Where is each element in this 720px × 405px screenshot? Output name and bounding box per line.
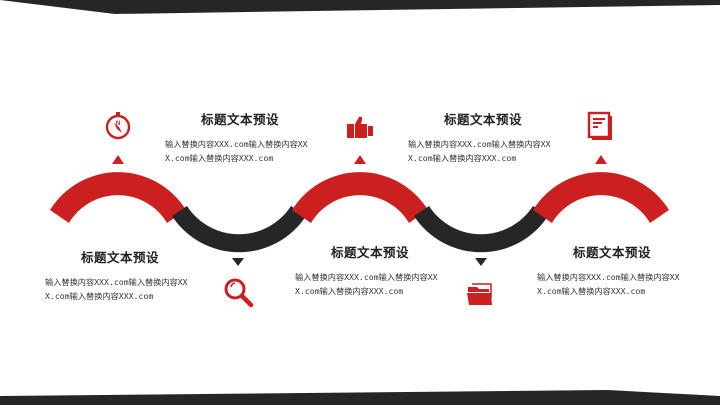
step-4-block: 标题文本预设 输入替换内容XXX.com输入替换内容XXX.com输入替换内容X…	[295, 242, 445, 298]
step-1-desc: 输入替换内容XXX.com输入替换内容XXX.com输入替换内容XXX.com	[165, 139, 308, 163]
step-1-title: 标题文本预设	[200, 112, 279, 127]
step-3-block: 标题文本预设 输入替换内容XXX.com输入替换内容XXX.com输入替换内容X…	[408, 109, 558, 165]
step-2-title: 标题文本预设	[80, 250, 159, 265]
step-1-block: 标题文本预设 输入替换内容XXX.com输入替换内容XXX.com输入替换内容X…	[165, 109, 315, 165]
magnifier-icon	[224, 278, 254, 308]
step-4-desc: 输入替换内容XXX.com输入替换内容XXX.com输入替换内容XXX.com	[295, 272, 438, 296]
step-5-title: 标题文本预设	[572, 245, 651, 260]
step-5-block: 标题文本预设 输入替换内容XXX.com输入替换内容XXX.com输入替换内容X…	[537, 242, 687, 298]
folder-icon	[467, 283, 492, 305]
thumbs-up-icon	[347, 116, 373, 138]
step-3-title: 标题文本预设	[443, 112, 522, 127]
step-2-block: 标题文本预设 输入替换内容XXX.com输入替换内容XXX.com输入替换内容X…	[45, 247, 195, 303]
step-5-desc: 输入替换内容XXX.com输入替换内容XXX.com输入替换内容XXX.com	[537, 272, 680, 296]
step-3-desc: 输入替换内容XXX.com输入替换内容XXX.com输入替换内容XXX.com	[408, 139, 551, 163]
step-2-desc: 输入替换内容XXX.com输入替换内容XXX.com输入替换内容XXX.com	[45, 277, 188, 301]
book-icon	[587, 111, 612, 140]
svg-text:N: N	[116, 121, 120, 127]
step-4-title: 标题文本预设	[330, 245, 409, 260]
compass-icon: N	[105, 112, 131, 140]
